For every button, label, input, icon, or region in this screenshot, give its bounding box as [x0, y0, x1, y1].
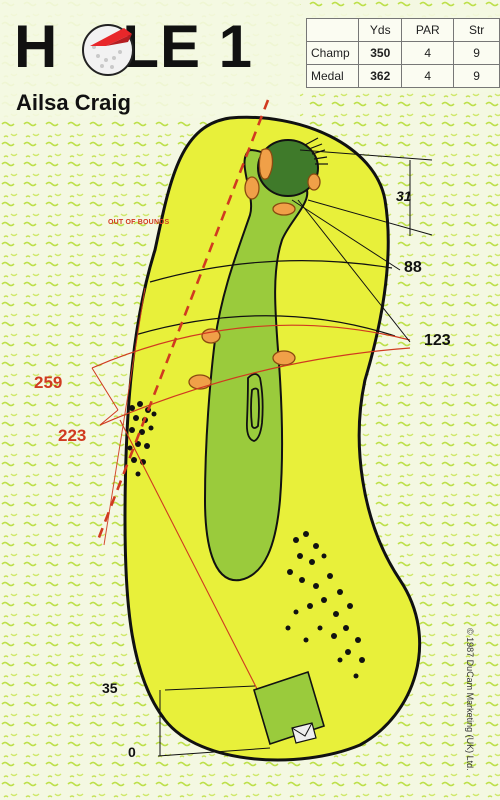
distance-0-label: 0 — [128, 744, 136, 760]
boundary-line — [103, 287, 146, 546]
hole-title: H LE 1 — [14, 12, 253, 82]
distance-123-label: 123 — [424, 332, 451, 349]
measurement-lines — [157, 149, 433, 757]
par-value: 4 — [401, 64, 455, 88]
distance-31-label: 31 — [396, 188, 412, 204]
golf-ball-logo-icon — [82, 24, 134, 76]
fairway-hazard — [245, 373, 264, 442]
bunkers — [188, 148, 321, 390]
distance-arcs — [134, 259, 396, 337]
stroke-index-value: 9 — [453, 64, 500, 88]
title-suffix: LE 1 — [122, 13, 254, 80]
distance-259-label: 259 — [34, 373, 63, 392]
header-yds: Yds — [358, 18, 403, 42]
header-par: PAR — [401, 18, 455, 42]
title-prefix: H — [14, 13, 59, 80]
copyright-notice: © 1987 DuCam Marketing (UK) Ltd. — [465, 628, 475, 771]
out-of-bounds-line — [96, 99, 270, 541]
fairway — [203, 148, 309, 582]
distance-88-label: 88 — [404, 259, 422, 276]
out-of-bounds-label: OUT OF BOUNDS — [108, 219, 170, 226]
scorecard-row-medal: Medal 362 4 9 — [305, 64, 500, 88]
carry-arcs — [91, 324, 411, 426]
tee-box — [253, 670, 325, 746]
distance-223-label: 223 — [58, 426, 87, 445]
carry-measure-lines — [91, 367, 119, 426]
scorecard-table: Yds PAR Str Champ 350 4 9 Medal 362 4 9 — [305, 18, 500, 88]
green-edge-hatching — [304, 137, 328, 165]
yards-value: 350 — [358, 41, 403, 65]
stroke-index-value: 9 — [453, 41, 500, 65]
tee-label: Medal — [305, 64, 360, 88]
trees — [127, 401, 365, 679]
yards-value: 362 — [358, 64, 403, 88]
header-str: Str — [453, 18, 500, 42]
tee-label: Champ — [305, 41, 360, 65]
par-value: 4 — [401, 41, 455, 65]
distance-35-label: 35 — [102, 680, 118, 696]
scorecard-header-row: Yds PAR Str — [305, 18, 500, 42]
putting-green — [257, 139, 319, 197]
scorecard-row-champ: Champ 350 4 9 — [305, 41, 500, 65]
course-name: Ailsa Craig — [16, 90, 131, 115]
tee-to-green-line — [119, 419, 279, 731]
